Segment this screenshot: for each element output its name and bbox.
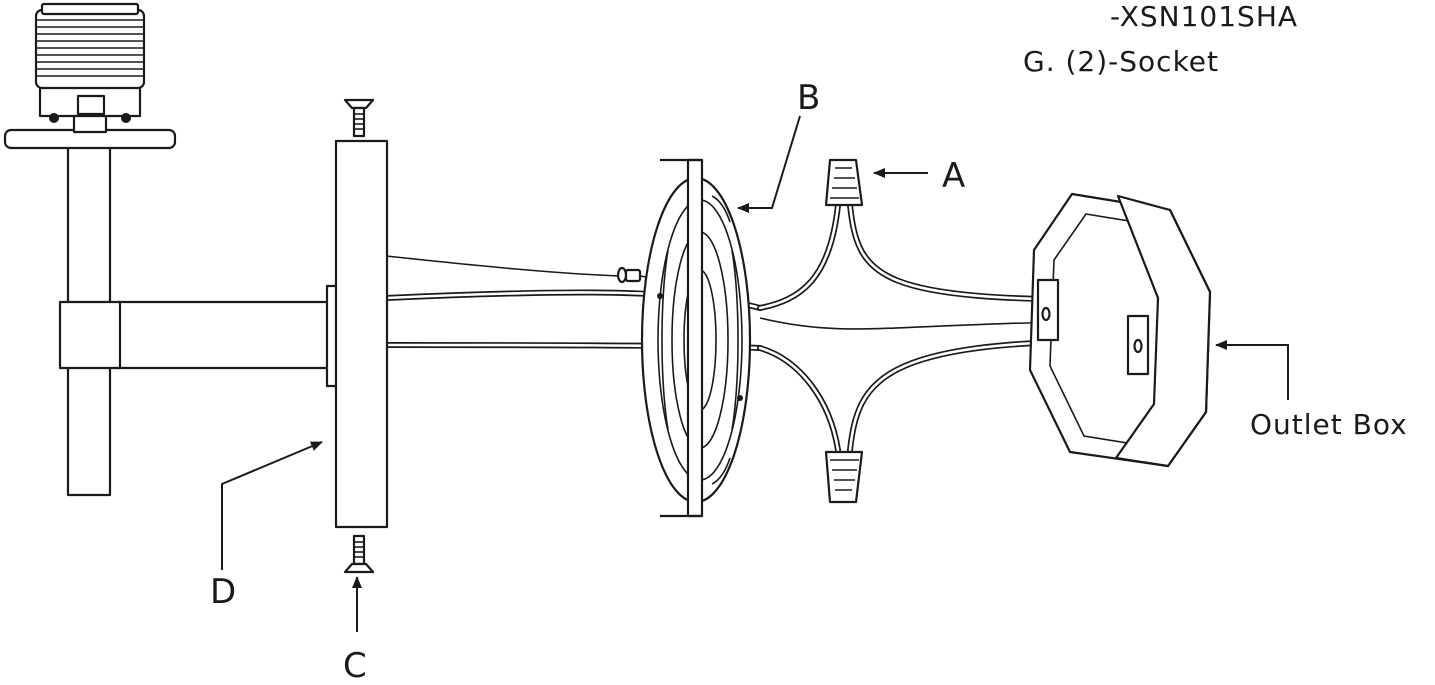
outlet-box — [1028, 192, 1212, 468]
wire-nut-top — [824, 158, 864, 207]
socket-text: G. (2)-Socket — [1023, 45, 1219, 78]
socket-screw-right — [121, 113, 131, 123]
mounting-screw-bottom — [343, 534, 375, 574]
crossbar-b — [640, 158, 752, 518]
model-number-text: -XSN101SHA — [1110, 0, 1298, 33]
arm-coupling — [58, 300, 122, 370]
arrow-d — [221, 441, 323, 570]
arrow-b — [737, 115, 801, 213]
socket-arm-assembly — [3, 2, 332, 497]
socket-base-nut — [76, 94, 106, 116]
canopy-plate-d — [325, 139, 389, 529]
ground-screw — [616, 266, 642, 284]
label-d: D — [210, 572, 236, 612]
canopy-plate-body — [334, 139, 389, 529]
crossbar-strap — [686, 158, 704, 518]
mounting-screw-top — [343, 98, 375, 138]
label-c: C — [343, 646, 367, 685]
socket-screw-left — [49, 113, 59, 123]
horizontal-arm — [116, 300, 332, 370]
label-b: B — [797, 78, 820, 118]
arrow-outlet-box — [1215, 340, 1289, 400]
label-outlet-box: Outlet Box — [1250, 408, 1408, 441]
wire-nut-bottom — [824, 450, 864, 504]
label-a: A — [942, 156, 965, 196]
socket-threads — [34, 2, 146, 90]
